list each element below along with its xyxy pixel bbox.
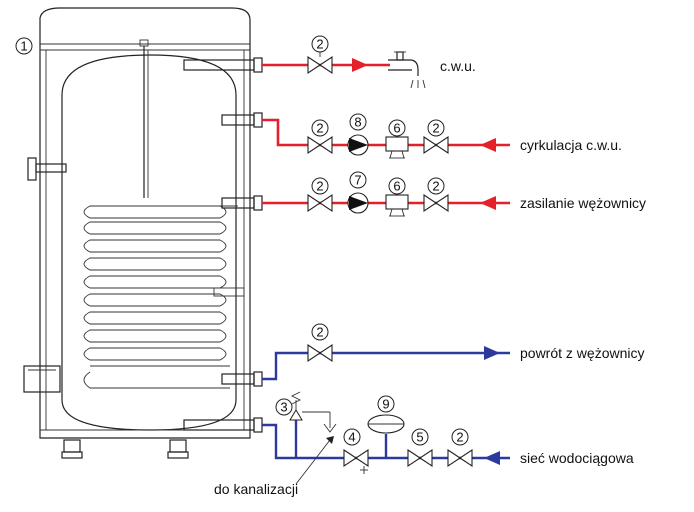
filter-icon [385, 136, 409, 159]
coil-supply-line [262, 192, 510, 217]
svg-text:8: 8 [354, 115, 361, 130]
marker-6-circ: 6 [388, 119, 406, 137]
svg-text:2: 2 [316, 325, 323, 340]
marker-8: 8 [349, 113, 367, 131]
heat-exchanger-coil [83, 205, 238, 389]
circulation-line [262, 118, 510, 159]
svg-text:2: 2 [316, 121, 323, 136]
svg-text:2: 2 [456, 430, 463, 445]
marker-7: 7 [349, 171, 367, 189]
water-mains-line [262, 391, 510, 485]
coil-pump-icon [347, 192, 369, 214]
label-hot-water: c.w.u. [440, 58, 476, 74]
safety-valve-icon [289, 391, 337, 433]
label-coil-supply: zasilanie wężownicy [520, 195, 646, 211]
expansion-vessel-icon [367, 414, 405, 434]
svg-text:5: 5 [416, 430, 423, 445]
marker-2-circ-left: 2 [311, 119, 329, 137]
label-drain: do kanalizacji [214, 481, 298, 497]
svg-text:9: 9 [382, 397, 389, 412]
marker-6-coil: 6 [388, 177, 406, 195]
marker-2-coil-left: 2 [311, 177, 329, 195]
hot-water-line [262, 51, 426, 89]
label-circulation: cyrkulacja c.w.u. [520, 137, 622, 153]
svg-text:2: 2 [432, 121, 439, 136]
marker-2-return: 2 [311, 323, 329, 341]
marker-2-mains: 2 [451, 428, 469, 446]
marker-2-circ-right: 2 [427, 119, 445, 137]
coil-return-line [262, 343, 510, 381]
svg-text:4: 4 [348, 430, 355, 445]
label-coil-return: powrót z wężownicy [520, 345, 645, 361]
label-water-mains: sieć wodociągowa [520, 450, 634, 466]
svg-text:6: 6 [393, 179, 400, 194]
svg-text:7: 7 [354, 173, 361, 188]
svg-text:3: 3 [280, 400, 287, 415]
svg-text:2: 2 [316, 37, 323, 52]
tap-icon [388, 51, 426, 89]
marker-3: 3 [275, 398, 293, 416]
svg-text:1: 1 [20, 39, 27, 54]
svg-text:2: 2 [316, 179, 323, 194]
valve-2a [307, 52, 333, 75]
marker-4: 4 [343, 428, 361, 446]
marker-5: 5 [411, 428, 429, 446]
circulation-pump-icon [347, 134, 369, 156]
svg-text:6: 6 [393, 121, 400, 136]
filter-icon [385, 194, 409, 217]
tank [23, 7, 251, 459]
marker-2-coil-right: 2 [427, 177, 445, 195]
svg-text:2: 2 [432, 179, 439, 194]
marker-1: 1 [15, 37, 33, 55]
marker-9: 9 [377, 395, 395, 413]
marker-2-hot: 2 [311, 35, 329, 53]
